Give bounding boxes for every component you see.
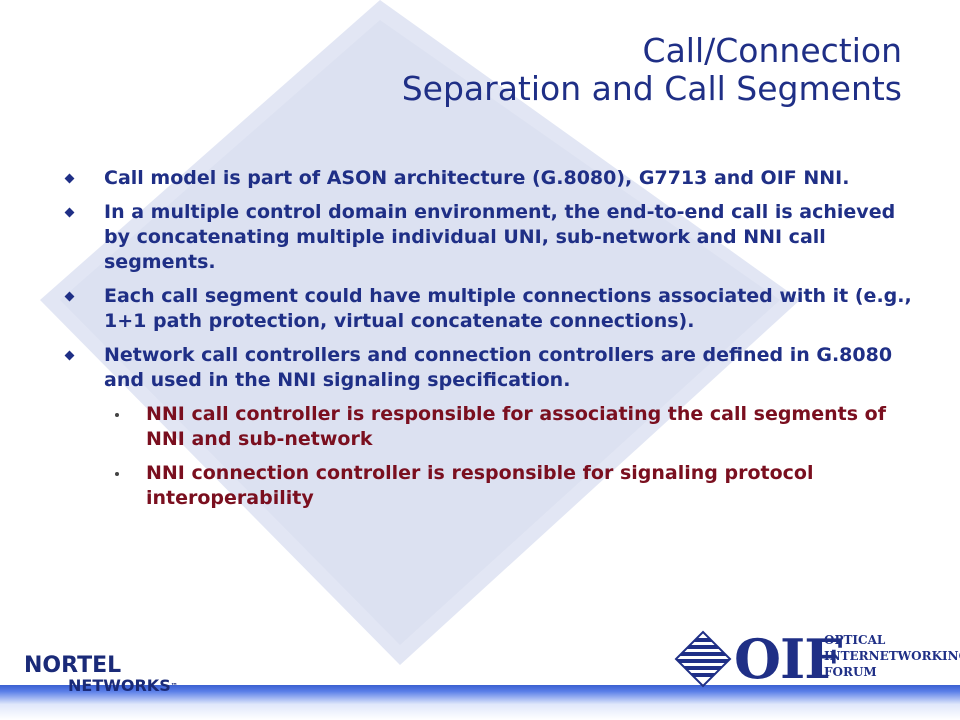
nortel-logo-networks: NETWORKS bbox=[68, 676, 171, 695]
bullet-text: In a multiple control domain environment… bbox=[104, 201, 896, 273]
title-line-2: Separation and Call Segments bbox=[401, 69, 902, 108]
oif-logo-sub-2: INTERNETWORKING bbox=[824, 649, 960, 663]
bullet-text: Network call controllers and connection … bbox=[104, 344, 893, 391]
nortel-networks-logo: NORTEL NETWORKS™ bbox=[24, 655, 178, 695]
oif-logo: OIF OPTICAL INTERNETWORKING FORUM bbox=[672, 628, 960, 690]
title-line-1: Call/Connection bbox=[642, 31, 902, 70]
bullet-item: Call model is part of ASON architecture … bbox=[64, 166, 914, 191]
oif-logo-sub-1: OPTICAL bbox=[824, 633, 886, 647]
footer-gradient-bar bbox=[0, 685, 960, 720]
bullet-text: Each call segment could have multiple co… bbox=[104, 285, 912, 332]
oif-logo-sub-3: FORUM bbox=[824, 665, 877, 679]
diamond-bullet-icon bbox=[64, 291, 75, 302]
sub-bullet-text: NNI connection controller is responsible… bbox=[146, 462, 814, 509]
oif-logo-subtitle: OPTICAL INTERNETWORKING FORUM bbox=[824, 632, 960, 680]
bullet-list: Call model is part of ASON architecture … bbox=[64, 166, 914, 520]
oif-logo-word: OIF bbox=[734, 627, 843, 691]
bullet-item: Network call controllers and connection … bbox=[64, 343, 914, 393]
slide-title: Call/Connection Separation and Call Segm… bbox=[402, 32, 902, 108]
dot-bullet-icon bbox=[115, 413, 119, 417]
sub-bullet-text: NNI call controller is responsible for a… bbox=[146, 403, 886, 450]
bullet-text: Call model is part of ASON architecture … bbox=[104, 167, 850, 189]
diamond-bullet-icon bbox=[64, 173, 75, 184]
striped-diamond-icon bbox=[674, 630, 732, 688]
bullet-item: In a multiple control domain environment… bbox=[64, 200, 914, 275]
diamond-bullet-icon bbox=[64, 350, 75, 361]
nortel-logo-trademark: ™ bbox=[170, 682, 178, 690]
bullet-item: Each call segment could have multiple co… bbox=[64, 284, 914, 334]
sub-bullet-item: NNI connection controller is responsible… bbox=[64, 461, 914, 511]
nortel-logo-line-2: NETWORKS™ bbox=[68, 677, 178, 695]
diamond-bullet-icon bbox=[64, 207, 75, 218]
nortel-logo-line-1: NORTEL bbox=[24, 653, 122, 678]
sub-bullet-item: NNI call controller is responsible for a… bbox=[64, 402, 914, 452]
dot-bullet-icon bbox=[115, 472, 119, 476]
